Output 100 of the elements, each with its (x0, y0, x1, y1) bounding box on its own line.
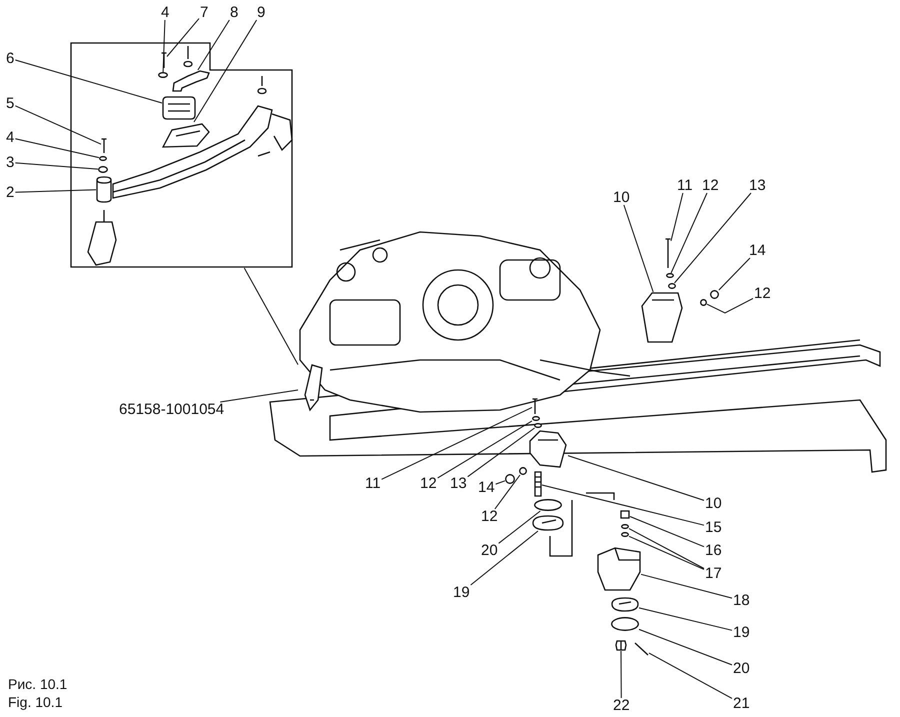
washer-drawing (98, 166, 108, 173)
callout-number: 7 (199, 5, 210, 20)
leader-line (166, 18, 200, 57)
washer-drawing (611, 617, 639, 631)
leader-line (718, 258, 750, 290)
washer-drawing (532, 416, 540, 421)
nut-drawing (710, 290, 719, 299)
callout-number: 9 (256, 5, 266, 20)
cushion-drawing (611, 597, 639, 612)
leader-line (640, 574, 732, 599)
bushing-drawing (96, 176, 112, 203)
callout-number: 2 (5, 185, 16, 200)
callout-number: 11 (676, 178, 694, 193)
callout-number: 14 (477, 480, 496, 495)
leader-line (628, 528, 704, 569)
leader-line (437, 420, 532, 478)
washer-drawing (534, 499, 562, 511)
callout-number: 10 (704, 496, 723, 511)
leader-line (14, 138, 100, 158)
leader-line (638, 607, 732, 631)
leader-line (381, 406, 532, 480)
bolt-drawing (101, 138, 107, 153)
leader-line (14, 60, 162, 104)
leader-line (542, 484, 704, 526)
leader-line (495, 480, 506, 485)
engine-mount-drawing (528, 430, 568, 468)
part-number: 65158-1001054 (118, 402, 226, 417)
leader-line (638, 628, 732, 666)
washer-drawing (158, 72, 168, 78)
callout-number: 13 (449, 476, 468, 491)
leader-line (14, 105, 102, 145)
callout-number: 10 (612, 190, 631, 205)
leader-line (220, 390, 298, 402)
cushion-drawing (532, 515, 564, 531)
callout-number: 16 (704, 543, 723, 558)
leader-line (244, 268, 298, 366)
leader-line (194, 20, 258, 122)
callout-number: 5 (5, 96, 16, 111)
figure-caption: Рис. 10.1 (8, 676, 68, 692)
leader-line (623, 204, 654, 292)
callout-number: 20 (732, 661, 751, 676)
cushion-drawing (162, 96, 196, 120)
engine-mount-drawing (597, 546, 641, 591)
leader-line (162, 20, 166, 72)
bolt-drawing (665, 238, 671, 268)
leader-line (568, 455, 704, 501)
leader-line (648, 652, 732, 699)
washer-drawing (668, 283, 676, 289)
callout-number: 21 (732, 696, 751, 711)
callout-number: 12 (701, 178, 720, 193)
callout-number: 12 (419, 476, 438, 491)
callout-number: 4 (160, 5, 170, 20)
leader-line (14, 189, 96, 193)
bolt-drawing (532, 398, 538, 414)
leader-line (630, 516, 704, 548)
washer-drawing (621, 524, 629, 529)
leader-line (670, 192, 684, 242)
leader-line (628, 536, 704, 570)
callout-number: 15 (704, 520, 723, 535)
leader-line (498, 510, 541, 544)
washer-drawing (534, 423, 542, 428)
callout-number: 14 (748, 243, 767, 258)
leader-line (674, 192, 752, 284)
callout-number: 4 (5, 130, 16, 145)
engine-mount-drawing (640, 292, 684, 344)
leader-line (14, 162, 98, 170)
bolt-drawing (161, 52, 167, 68)
leader-line (494, 474, 520, 510)
washer-drawing (99, 156, 107, 161)
leader-line (670, 192, 708, 274)
callout-number: 6 (5, 51, 16, 66)
leader-line (470, 530, 538, 586)
nut-drawing (615, 640, 627, 651)
washer-drawing (519, 467, 527, 475)
inset-frame (70, 42, 293, 268)
callout-number: 22 (612, 698, 631, 713)
leader-line (197, 20, 230, 70)
nut-drawing (505, 474, 515, 484)
callout-number: 3 (5, 155, 16, 170)
washer-drawing (621, 532, 629, 537)
figure-caption: Fig. 10.1 (8, 694, 62, 710)
clamp-drawing (172, 70, 210, 92)
callout-number: 20 (480, 543, 499, 558)
spacer-drawing (620, 510, 630, 519)
callout-number: 17 (704, 566, 723, 581)
callout-number: 18 (732, 593, 751, 608)
callout-number: 19 (732, 625, 751, 640)
callout-number: 19 (452, 585, 471, 600)
washer-drawing (666, 273, 674, 278)
washer-drawing (700, 299, 707, 306)
leader-line (620, 650, 622, 698)
pad-drawing (162, 122, 210, 148)
callout-number: 11 (364, 476, 382, 491)
leader-line (467, 428, 536, 478)
callout-number: 12 (753, 286, 772, 301)
stud-drawing (534, 471, 542, 497)
callout-number: 13 (748, 178, 767, 193)
callout-number: 12 (480, 509, 499, 524)
cotter-pin-drawing (634, 642, 649, 656)
leader-line (706, 298, 754, 314)
